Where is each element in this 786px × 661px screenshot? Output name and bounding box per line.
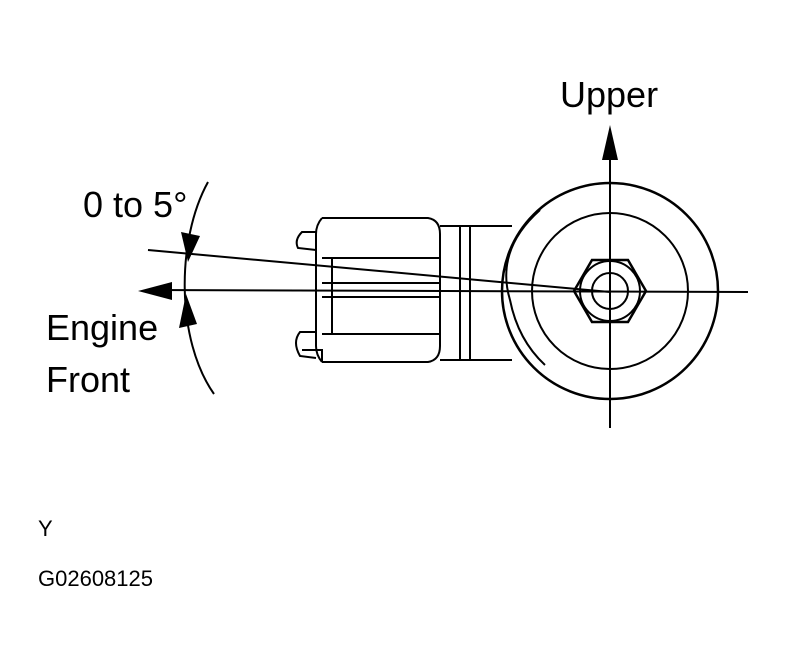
angle-label: 0 to 5°: [83, 184, 187, 225]
engine-label: Engine: [46, 307, 158, 348]
nut-bore: [591, 272, 629, 310]
angle-arc: [183, 181, 215, 395]
engine-front-arrowhead: [138, 282, 172, 300]
hex-nut: [572, 258, 648, 324]
front-label: Front: [46, 359, 130, 400]
horizontal-reference-line: [149, 289, 749, 293]
upper-arrowhead: [602, 125, 618, 160]
nut-washer: [579, 260, 641, 322]
sensor-inner-ring: [531, 212, 689, 370]
figure-id: G02608125: [38, 566, 153, 591]
view-label: Y: [38, 516, 53, 541]
angle-arrow-down: [181, 232, 200, 262]
connector-body: [295, 217, 512, 363]
sensor-outer-ring: [500, 181, 720, 401]
upper-label: Upper: [560, 74, 658, 115]
sensor-rim-shade: [505, 209, 546, 366]
angle-arrow-up: [179, 294, 197, 328]
